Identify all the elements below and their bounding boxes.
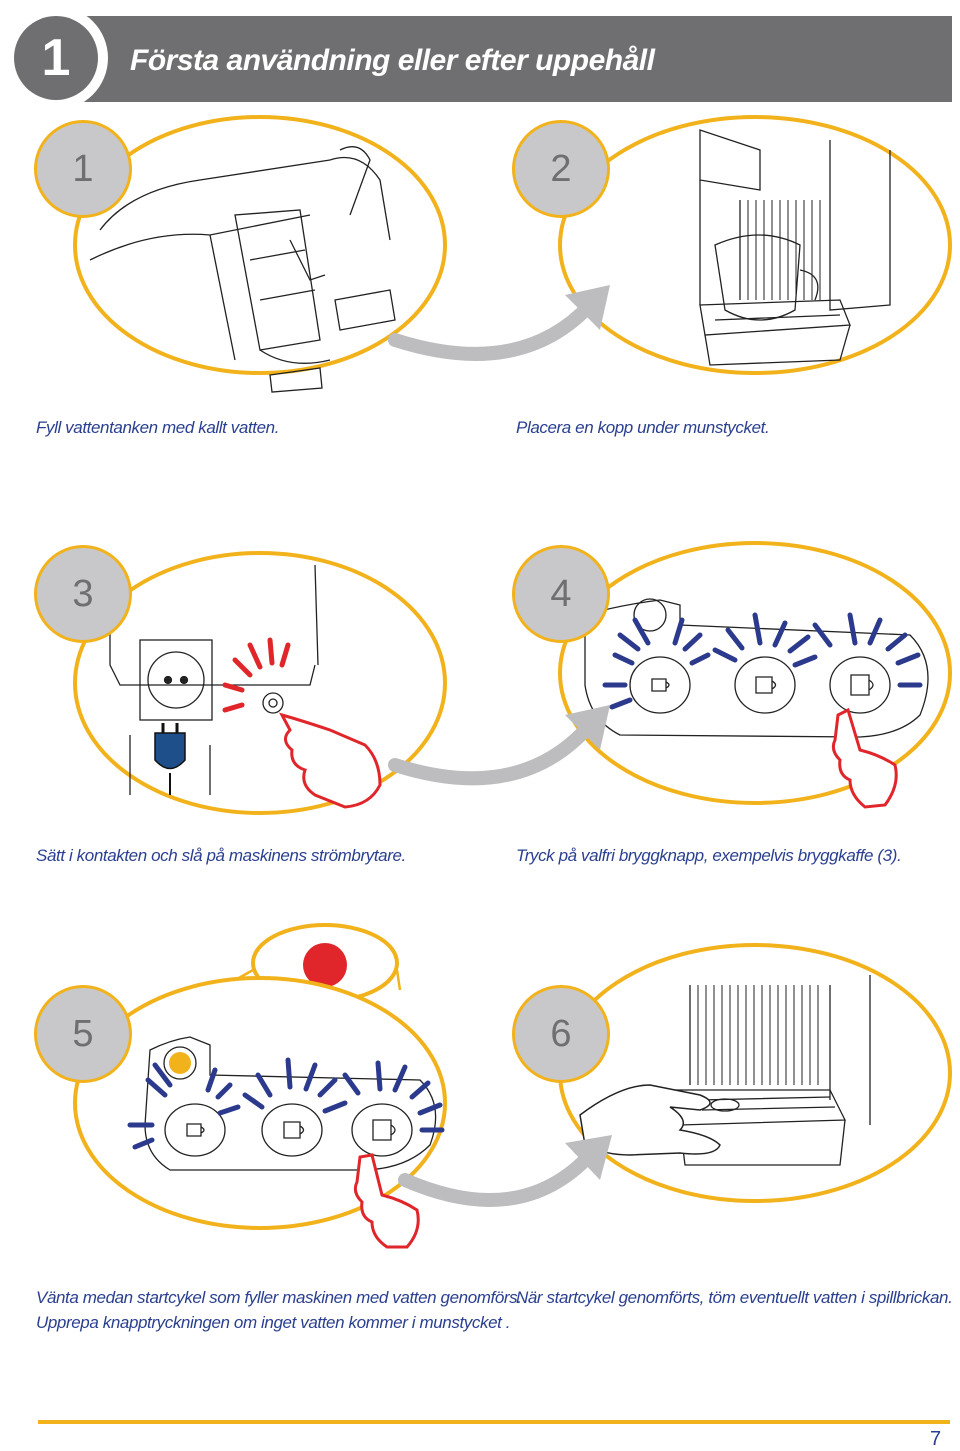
illustration-fill-water-tank xyxy=(73,115,952,393)
step-caption-5-line1: Vänta medan startcykel som fyller maskin… xyxy=(36,1288,522,1307)
section-number: 1 xyxy=(14,16,98,100)
step-badge-5: 5 xyxy=(34,985,132,1083)
step-caption-1: Fyll vattentanken med kallt vatten. xyxy=(36,418,280,437)
step-caption-5-line2: Upprepa knapptryckningen om inget vatten… xyxy=(36,1313,511,1332)
step-badge-4: 4 xyxy=(512,545,610,643)
step-badge-2: 2 xyxy=(512,120,610,218)
header-bar xyxy=(40,16,952,102)
illustration-power-on xyxy=(73,541,952,815)
section-header: 1 Första användning eller efter uppehåll xyxy=(0,0,960,110)
section-number-circle: 1 xyxy=(4,6,108,110)
step-caption-6: När startcykel genomförts, töm eventuell… xyxy=(516,1288,953,1307)
step-badge-6: 6 xyxy=(512,985,610,1083)
footer-rule xyxy=(38,1420,950,1424)
section-title: Första användning eller efter uppehåll xyxy=(130,44,655,77)
illustration-startup-cycle xyxy=(73,923,952,1249)
step-caption-4: Tryck på valfri bryggknapp, exempelvis b… xyxy=(516,846,902,865)
step-caption-3: Sätt i kontakten och slå på maskinens st… xyxy=(36,846,406,865)
step-badge-1: 1 xyxy=(34,120,132,218)
step-caption-2: Placera en kopp under munstycket. xyxy=(516,418,770,437)
page-number: 7 xyxy=(930,1428,942,1450)
step-badge-3: 3 xyxy=(34,545,132,643)
